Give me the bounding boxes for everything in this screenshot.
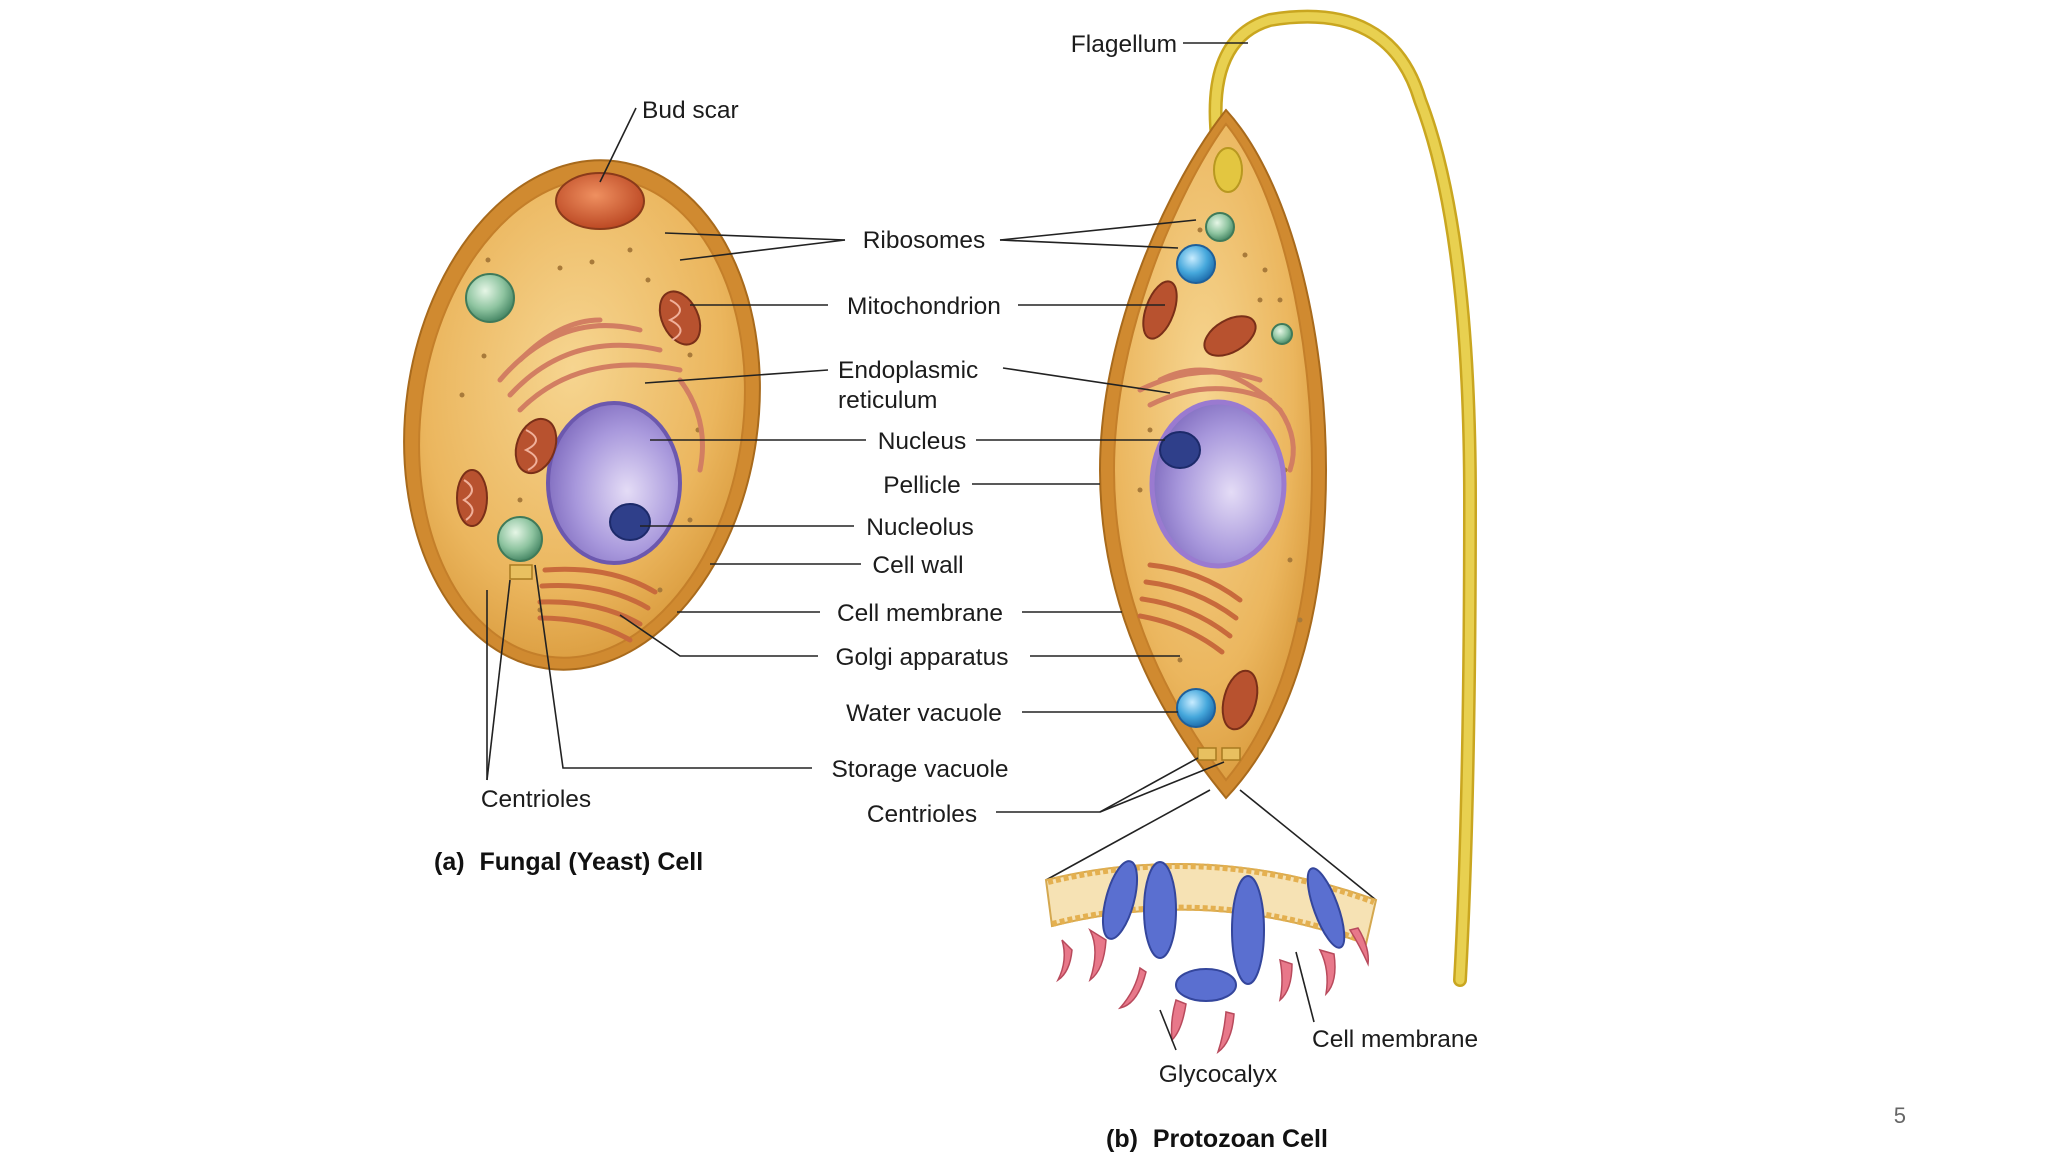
fungal-storage-vacuole — [497, 516, 543, 562]
label-endoplasmic: Endoplasmic — [838, 357, 978, 384]
protozoan-mitochondria — [1142, 280, 1259, 731]
fungal-nucleus — [546, 401, 682, 565]
label-pellicle: Pellicle — [883, 472, 961, 499]
glycocalyx-shapes — [1056, 927, 1370, 1054]
caption-fungal-letter: (a) — [434, 848, 465, 876]
fungal-vacuole-green — [465, 273, 515, 323]
label-storage-vacuole: Storage vacuole — [831, 756, 1008, 783]
caption-protozoan-text: Protozoan Cell — [1153, 1125, 1328, 1152]
leader-lines — [486, 42, 1315, 1051]
label-ribosomes: Ribosomes — [863, 227, 986, 254]
protozoan-water-vacuole — [1176, 688, 1216, 728]
fungal-centriole — [509, 564, 533, 580]
fungal-mitochondria — [456, 290, 702, 527]
label-nucleolus: Nucleolus — [866, 514, 974, 541]
label-golgi: Golgi apparatus — [836, 644, 1009, 671]
protozoan-er — [1137, 367, 1296, 473]
protozoan-vacuole-top — [1176, 244, 1216, 284]
label-nucleus: Nucleus — [878, 428, 967, 455]
protozoan-cell — [1098, 9, 1478, 987]
label-centrioles-fungal: Centrioles — [481, 786, 591, 813]
fungal-golgi — [537, 566, 658, 643]
label-cell-membrane-inset: Cell membrane — [1312, 1026, 1478, 1053]
label-cell-wall: Cell wall — [872, 552, 963, 579]
label-centrioles-protozoan: Centrioles — [867, 801, 977, 828]
caption-fungal-text: Fungal (Yeast) Cell — [480, 848, 704, 876]
fungal-er — [497, 317, 705, 473]
protozoan-nucleolus — [1159, 431, 1201, 469]
caption-protozoan: (b) Protozoan Cell — [1106, 1125, 1328, 1152]
label-glycocalyx: Glycocalyx — [1159, 1061, 1277, 1088]
fungal-cell — [403, 159, 761, 671]
protozoan-centriole-2 — [1221, 747, 1241, 761]
protozoan-golgi — [1137, 562, 1243, 655]
fungal-nucleolus — [609, 503, 651, 541]
label-reticulum: reticulum — [838, 387, 937, 414]
bud-scar-shape — [555, 172, 645, 230]
basal-body — [1213, 147, 1243, 193]
membrane-inset — [1044, 789, 1378, 1054]
label-mitochondrion: Mitochondrion — [847, 293, 1001, 320]
caption-protozoan-letter: (b) — [1106, 1125, 1138, 1152]
label-flagellum: Flagellum — [1071, 31, 1177, 58]
labels: Flagellum Bud scar Ribosomes Mitochondri… — [434, 31, 1906, 1153]
label-cell-membrane: Cell membrane — [837, 600, 1003, 627]
membrane-proteins — [1101, 860, 1346, 1002]
protozoan-nucleus — [1149, 399, 1287, 569]
label-water-vacuole: Water vacuole — [846, 700, 1002, 727]
page-number: 5 — [1894, 1103, 1906, 1128]
caption-fungal: (a) Fungal (Yeast) Cell — [434, 848, 703, 876]
label-bud-scar: Bud scar — [642, 97, 739, 124]
protozoan-centriole-1 — [1197, 747, 1217, 761]
